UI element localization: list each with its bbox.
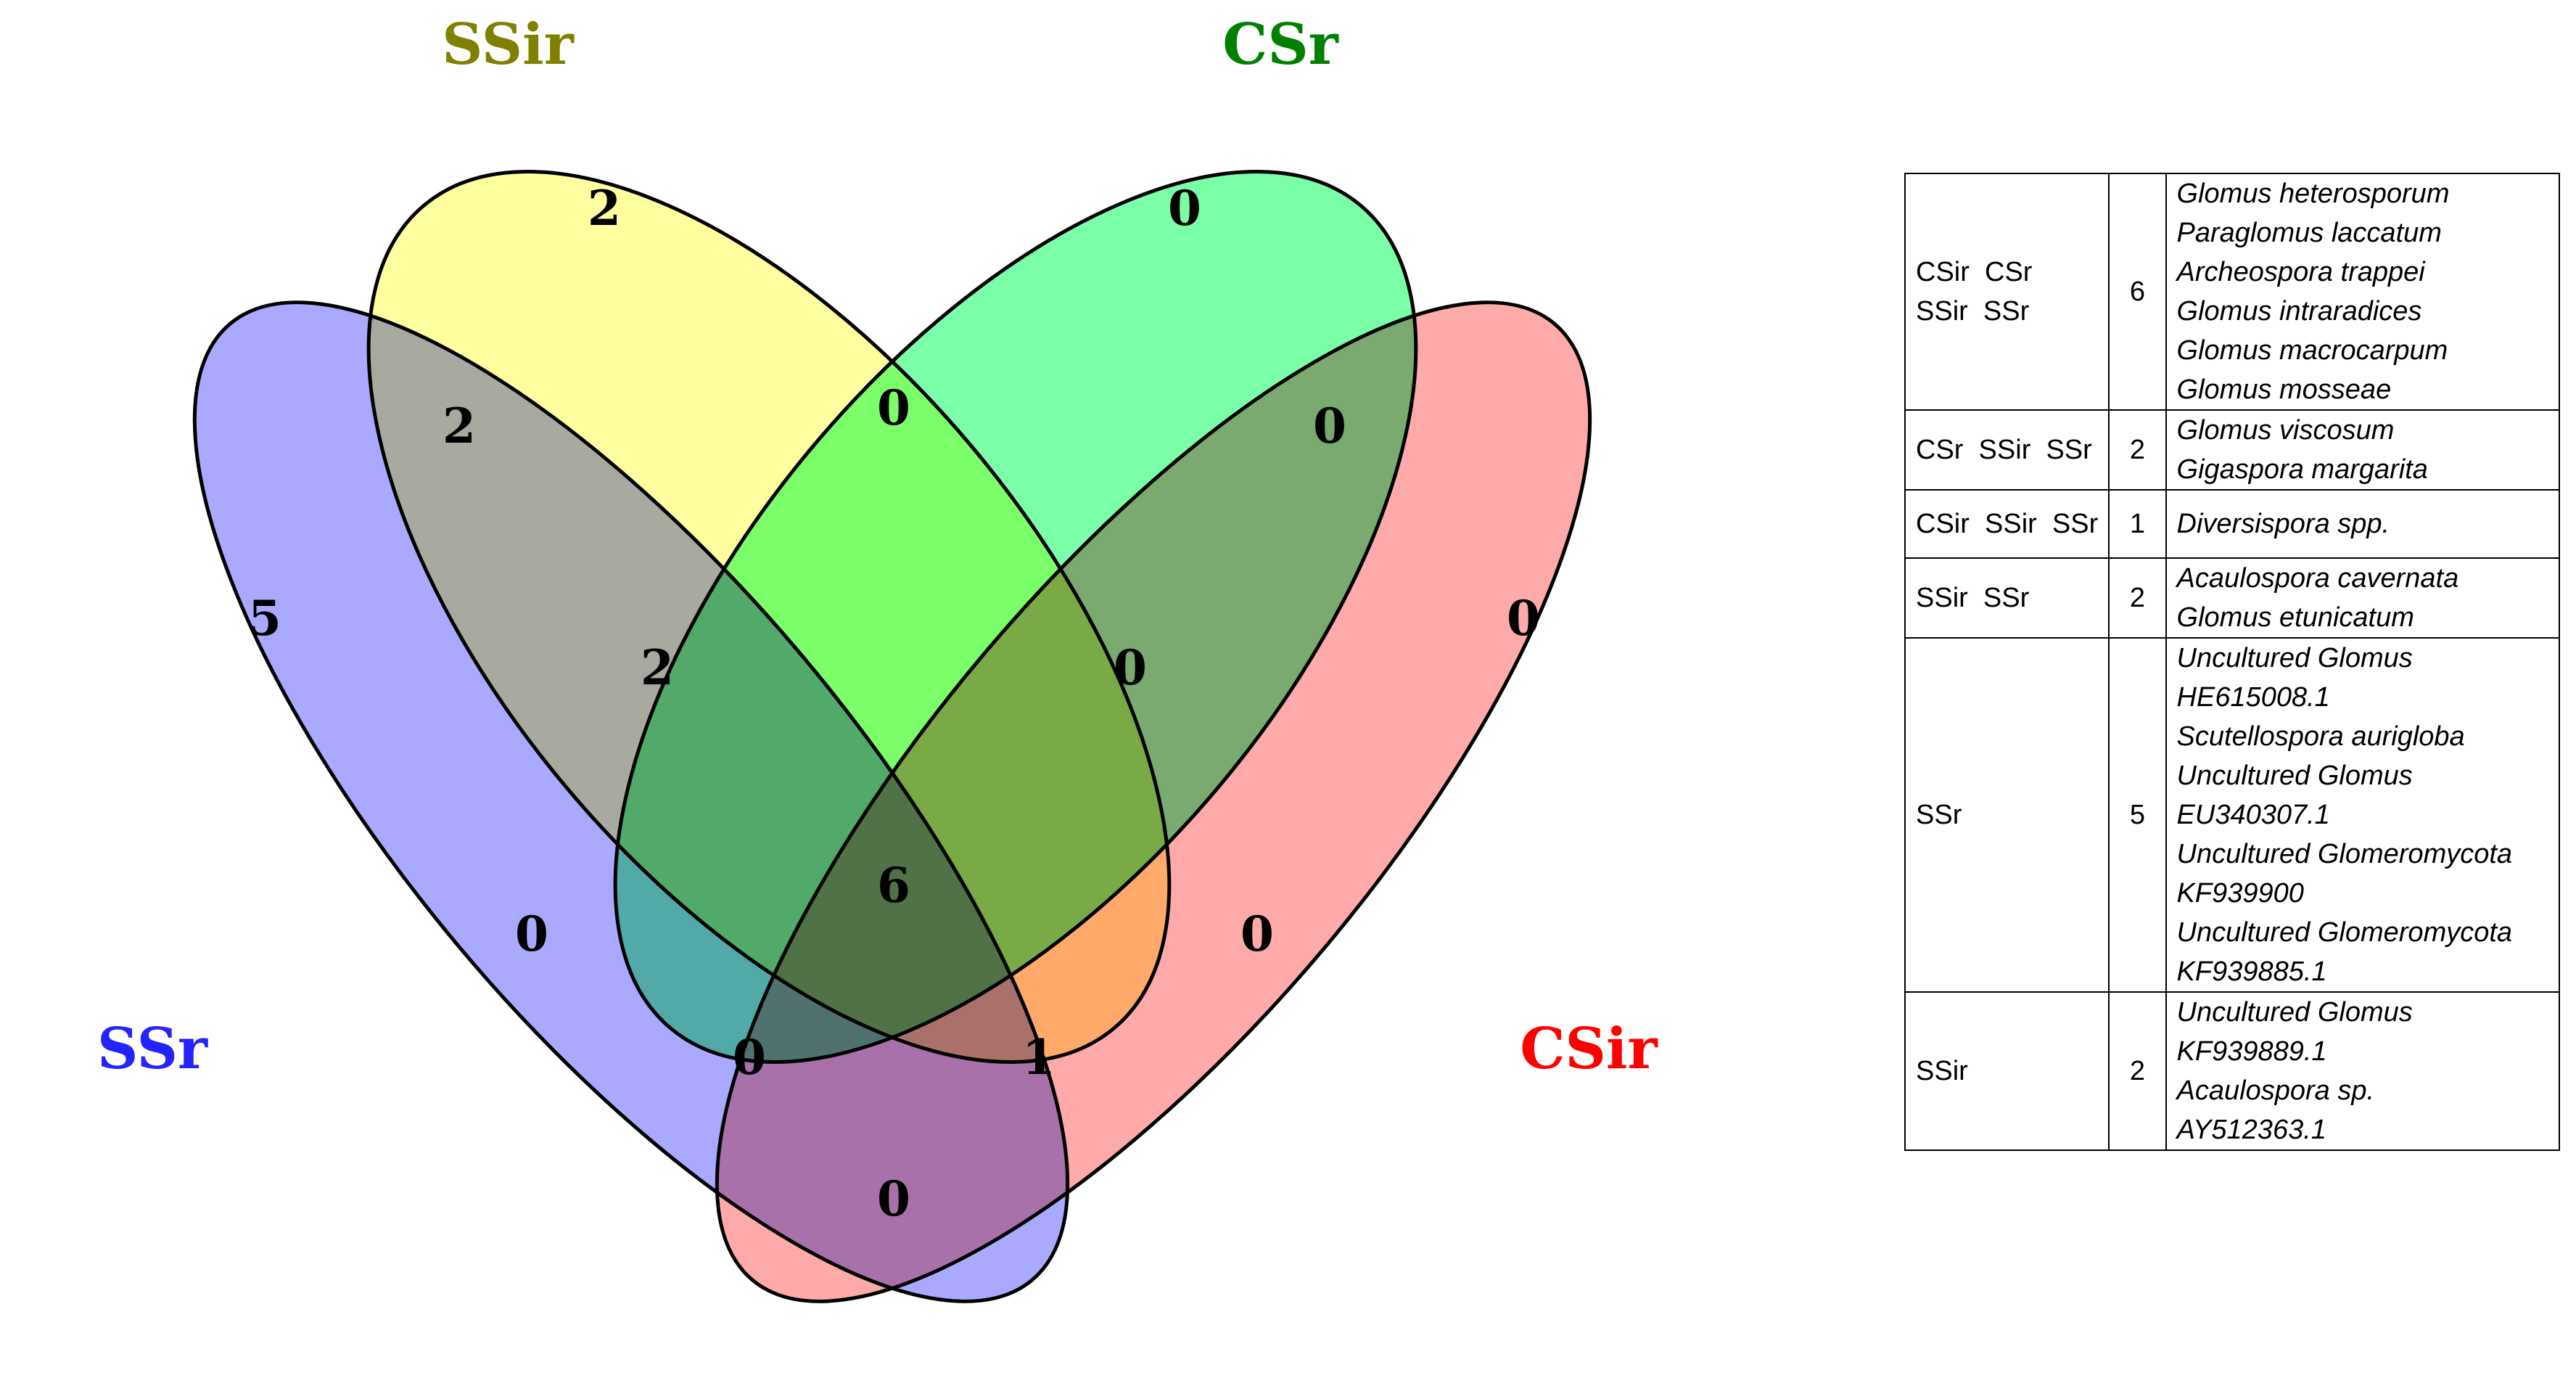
species-name: Diversispora spp. <box>2176 509 2390 539</box>
species-name: Acaulospora cavernata <box>2176 563 2459 594</box>
species-name: KF939900 <box>2176 878 2304 909</box>
species-name: Glomus viscosum <box>2176 415 2395 446</box>
outline-ssr <box>192 300 1070 1303</box>
count-ssir-only: 2 <box>588 180 621 237</box>
species-name: Gigaspora margarita <box>2176 454 2428 485</box>
count-ssr-ssir: 2 <box>443 398 476 454</box>
species-name: Uncultured Glomus <box>2176 997 2413 1028</box>
count-csr-csir: 0 <box>1313 398 1346 454</box>
count-all-four: 6 <box>877 857 910 914</box>
table-cell-sets: SSir <box>1904 991 2110 1151</box>
table-cell-sets: CSr SSir SSr <box>1904 409 2110 491</box>
species-name: Scutellospora aurigloba <box>2176 721 2465 752</box>
label-csir: CSir <box>1520 1016 1658 1082</box>
species-name: Uncultured Glomus <box>2176 761 2413 791</box>
table-cell-count: 2 <box>2108 557 2167 639</box>
count-ssir-csr: 0 <box>877 380 910 436</box>
outline-csir <box>715 300 1592 1303</box>
species-name: EU340307.1 <box>2176 800 2330 830</box>
count-ssr-csr: 0 <box>515 906 548 962</box>
count-ssir-csr-csir: 0 <box>1114 639 1147 696</box>
label-ssr: SSr <box>97 1016 208 1082</box>
species-name: Uncultured Glomeromycota <box>2176 917 2513 948</box>
species-name: HE615008.1 <box>2176 682 2330 713</box>
table-cell-sets: SSir SSr <box>1904 557 2110 639</box>
species-name: Glomus mosseae <box>2176 374 2392 405</box>
table-cell-count: 2 <box>2108 409 2167 491</box>
species-name: KF939889.1 <box>2176 1036 2327 1067</box>
species-name: Archeospora trappei <box>2176 257 2425 287</box>
table-cell-species: Diversispora spp. <box>2165 489 2561 559</box>
species-name: Glomus macrocarpum <box>2176 335 2448 366</box>
table-cell-sets: CSir CSr SSir SSr <box>1904 173 2110 411</box>
table-cell-count: 5 <box>2108 637 2167 993</box>
table-cell-count: 1 <box>2108 489 2167 559</box>
outline-csr <box>613 169 1418 1065</box>
count-csir-only: 0 <box>1507 590 1540 647</box>
count-ssr-csr-csir: 0 <box>733 1029 766 1086</box>
species-name: Glomus etunicatum <box>2176 602 2414 633</box>
count-ssir-csir: 0 <box>1240 906 1274 962</box>
table-cell-count: 6 <box>2108 173 2167 411</box>
table-cell-sets: CSir SSir SSr <box>1904 489 2110 559</box>
species-name: Uncultured Glomeromycota <box>2176 839 2513 869</box>
species-name: Acaulospora sp. <box>2176 1075 2375 1106</box>
count-ssr-ssir-csr: 2 <box>641 639 674 696</box>
outline-ssir <box>366 169 1172 1065</box>
table-cell-count: 2 <box>2108 991 2167 1151</box>
count-ssr-csir: 0 <box>877 1171 910 1227</box>
species-name: AY512363.1 <box>2176 1115 2326 1145</box>
species-name: Glomus heterosporum <box>2176 179 2450 209</box>
label-csr: CSr <box>1222 12 1338 78</box>
venn-diagram: SSir CSr SSr CSir 2 0 5 0 2 0 0 2 0 6 0 … <box>97 12 1658 1303</box>
label-ssir: SSir <box>442 12 575 78</box>
count-ssr-only: 5 <box>248 590 281 647</box>
count-csr-only: 0 <box>1168 180 1201 237</box>
species-name: Paraglomus laccatum <box>2176 218 2442 248</box>
table-cell-sets: SSr <box>1904 637 2110 993</box>
species-name: Uncultured Glomus <box>2176 643 2413 673</box>
count-ssr-ssir-csir: 1 <box>1022 1029 1055 1086</box>
species-name: KF939885.1 <box>2176 956 2327 987</box>
species-name: Glomus intraradices <box>2176 296 2422 327</box>
